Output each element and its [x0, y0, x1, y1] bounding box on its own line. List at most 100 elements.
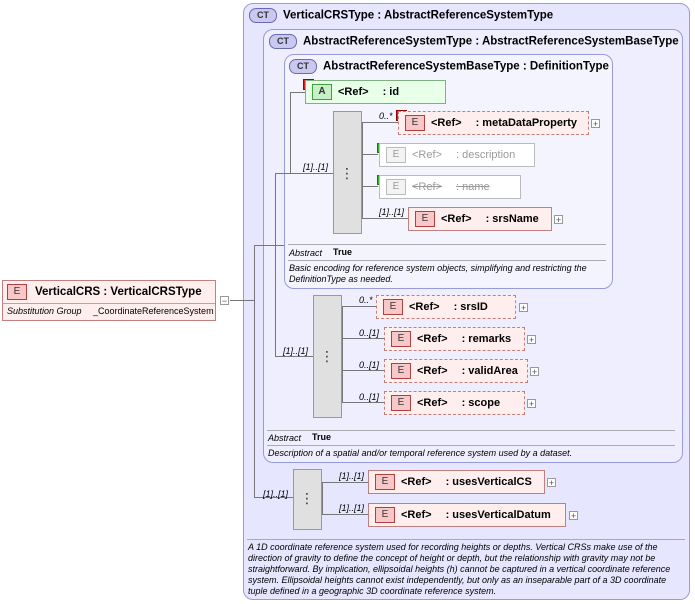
element-metadataproperty[interactable]: E <Ref> : metaDataProperty [398, 111, 589, 135]
expand-icon[interactable]: + [554, 215, 563, 225]
expand-icon[interactable]: + [527, 399, 536, 409]
divider [288, 244, 606, 245]
element-name-deprecated[interactable]: E <Ref> : name [379, 175, 521, 199]
connector [342, 338, 384, 339]
element-scope[interactable]: E <Ref> : scope [384, 391, 525, 415]
element-ref: <Ref> [417, 397, 448, 409]
abstract-value: True [333, 247, 353, 257]
sequence-icon: ⋮ [340, 165, 354, 181]
element-icon: E [391, 363, 411, 379]
connector [290, 92, 291, 174]
connector [342, 306, 376, 307]
element-ref: <Ref> [431, 117, 462, 129]
element-name: : name [455, 181, 490, 193]
connector [362, 122, 363, 219]
element-ref: <Ref> [441, 213, 472, 225]
attribute-name: : id [382, 86, 400, 98]
outer-sequence-compositor[interactable] [293, 469, 322, 530]
complex-type-icon: CT [269, 34, 297, 49]
connector [275, 173, 333, 174]
connector [322, 482, 323, 515]
attribute-icon: A [312, 84, 332, 100]
element-name: : srsName [485, 213, 539, 225]
element-usesverticaldatum[interactable]: E <Ref> : usesVerticalDatum [368, 503, 566, 527]
element-icon: E [7, 284, 27, 300]
expand-icon[interactable]: + [547, 478, 556, 488]
connector [362, 122, 398, 123]
connector [254, 245, 284, 246]
element-name: : srsID [453, 301, 488, 313]
element-icon: E [375, 474, 395, 490]
substitution-group-value: _CoordinateReferenceSystem [93, 306, 214, 316]
connector [230, 300, 254, 301]
element-name: : remarks [461, 333, 512, 345]
child-cardinality: 0..[1] [359, 360, 380, 370]
child-cardinality: 0..* [379, 111, 393, 121]
element-description[interactable]: E <Ref> : description [379, 143, 535, 167]
connector [362, 154, 378, 155]
base-sequence-compositor[interactable] [333, 111, 362, 234]
connector [322, 482, 368, 483]
root-element-box[interactable] [2, 280, 216, 321]
element-ref: <Ref> [401, 476, 432, 488]
element-icon: E [391, 331, 411, 347]
connector [342, 402, 384, 403]
element-ref: <Ref> [412, 149, 442, 161]
connector [342, 370, 384, 371]
element-name: : metaDataProperty [475, 117, 578, 129]
element-name: : description [455, 149, 516, 161]
expand-icon[interactable]: + [591, 119, 600, 129]
connector [275, 356, 314, 357]
element-srsid[interactable]: E <Ref> : srsID [376, 295, 516, 319]
element-name: : validArea [461, 365, 518, 377]
divider [267, 445, 675, 446]
abstract-value: True [312, 432, 332, 442]
complex-type-icon: CT [289, 59, 317, 74]
child-cardinality: [1]..[1] [339, 503, 365, 513]
element-ref: <Ref> [412, 181, 442, 193]
element-icon: E [405, 115, 425, 131]
abstract-label: Abstract [268, 433, 302, 443]
complex-type-icon: CT [249, 8, 277, 23]
element-icon: E [415, 211, 435, 227]
middle-type-note: Description of a spatial and/or temporal… [268, 448, 573, 458]
element-usesverticalcs[interactable]: E <Ref> : usesVerticalCS [368, 470, 545, 494]
expand-icon[interactable]: + [530, 367, 539, 377]
expand-icon[interactable]: + [569, 511, 578, 521]
element-icon: E [391, 395, 411, 411]
root-element-name: VerticalCRS : VerticalCRSType [35, 286, 202, 298]
connector [362, 186, 378, 187]
attribute-id[interactable]: A <Ref> : id [305, 80, 446, 104]
element-icon: E [386, 147, 406, 163]
middle-sequence-compositor[interactable] [313, 295, 342, 418]
divider [247, 539, 685, 540]
element-icon: E [375, 507, 395, 523]
divider [267, 430, 675, 431]
element-validarea[interactable]: E <Ref> : validArea [384, 359, 528, 383]
abstract-label: Abstract [289, 248, 323, 258]
child-cardinality: 0..[1] [359, 392, 380, 402]
abstract-reference-system-type-header[interactable]: CT AbstractReferenceSystemType : Abstract… [269, 34, 679, 49]
expand-icon[interactable]: + [519, 303, 528, 313]
element-srsname[interactable]: E <Ref> : srsName [408, 207, 552, 231]
base-type-note: Basic encoding for reference system obje… [289, 263, 587, 284]
child-cardinality: [1]..[1] [339, 471, 365, 481]
attribute-ref: <Ref> [338, 86, 369, 98]
sequence-icon: ⋮ [300, 490, 314, 506]
connector [342, 306, 343, 403]
element-name: : usesVerticalDatum [445, 509, 551, 521]
substitution-group-label: Substitution Group [7, 306, 82, 316]
element-ref: <Ref> [409, 301, 440, 313]
child-cardinality: [1]..[1] [379, 207, 405, 217]
element-name: : scope [461, 397, 501, 409]
child-cardinality: 0..[1] [359, 328, 380, 338]
expand-icon[interactable]: + [527, 335, 536, 345]
element-remarks[interactable]: E <Ref> : remarks [384, 327, 525, 351]
element-icon: E [386, 179, 406, 195]
collapse-icon[interactable]: − [220, 296, 229, 306]
connector [275, 173, 276, 356]
base-seq-cardinality: [1]..[1] [303, 162, 329, 172]
abstract-reference-system-type-title: AbstractReferenceSystemType : AbstractRe… [303, 35, 679, 48]
